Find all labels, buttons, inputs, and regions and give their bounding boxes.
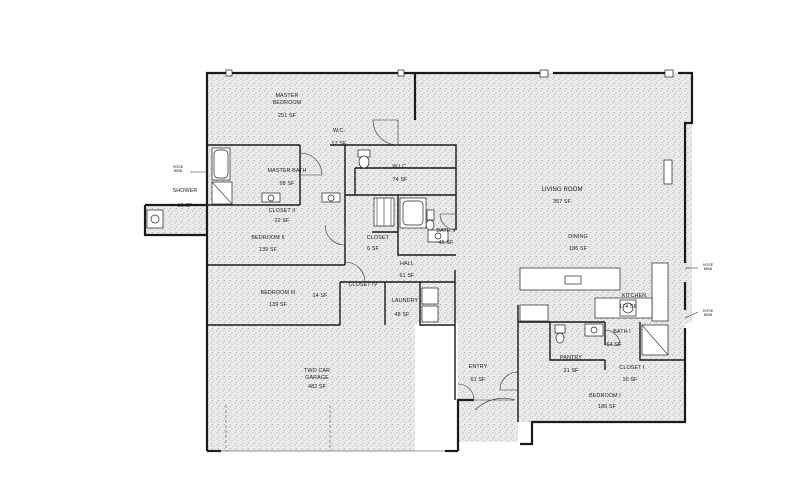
label-hall-area: 61 SF — [400, 273, 415, 279]
hose-bibb-3-l1: HOSE — [703, 309, 714, 313]
label-closet-area: 6 SF — [367, 246, 379, 252]
label-master-bedroom-area: 251 SF — [278, 113, 297, 119]
label-living-room-area: 357 SF — [553, 199, 572, 205]
door-swings — [299, 119, 621, 411]
label-master-bedroom-l1: MASTER — [275, 93, 298, 99]
hose-bibb-3-l2: BIBB — [704, 313, 713, 317]
label-closet-i: CLOSET I — [619, 365, 644, 371]
label-master-bath: MASTER BATH — [267, 168, 306, 174]
label-bath-i-area: 64 SF — [607, 342, 622, 348]
label-bedroom-ii-area: 139 SF — [259, 247, 278, 253]
label-bath-i: BATH I — [613, 329, 631, 335]
label-master-bedroom-l2: BEDROOM — [273, 100, 302, 106]
exterior-lamps — [225, 69, 674, 78]
label-living-room: LIVING ROOM — [541, 187, 582, 193]
label-bath-ii-area: 45 SF — [439, 240, 454, 246]
fixtures — [146, 147, 673, 356]
fireplace — [663, 159, 673, 185]
label-closet-iv-area: 14 SF — [313, 293, 328, 299]
pantry-shelf — [519, 304, 549, 322]
interior-walls — [207, 144, 685, 422]
room-labels: MASTER BEDROOM 251 SF W.C. 17 SF MASTER … — [173, 93, 647, 410]
label-bedroom-iii-area: 139 SF — [269, 302, 288, 308]
label-garage-area: 482 SF — [308, 384, 327, 390]
label-pantry-area: 21 SF — [564, 368, 579, 374]
label-entry: ENTRY — [469, 364, 488, 370]
washer — [421, 287, 439, 305]
label-bath-ii: BATH II — [436, 228, 455, 234]
label-bedroom-i-area: 186 SF — [598, 404, 617, 410]
label-kitchen: KITCHEN — [622, 293, 646, 299]
label-closet-iv: CLOSET IV — [349, 282, 378, 288]
label-wic-area: 74 SF — [393, 177, 408, 183]
label-laundry-area: 48 SF — [395, 312, 410, 318]
label-hall: HALL — [400, 261, 414, 267]
label-dining-area: 186 SF — [569, 246, 588, 252]
label-garage-l2: GARAGE — [305, 375, 329, 381]
label-wc-area: 17 SF — [332, 141, 347, 147]
toilet-bath-i — [554, 324, 566, 334]
hose-bibb-2-l2: BIBB — [704, 267, 713, 271]
hose-bibb-2-l1: HOSE — [703, 263, 714, 267]
label-entry-area: 61 SF — [471, 377, 486, 383]
kitchen-counter-right — [651, 262, 669, 322]
label-closet-ii: CLOSET II — [269, 208, 296, 214]
toilet-bath-ii — [426, 209, 435, 221]
exterior-walls — [143, 71, 694, 453]
hose-bibb-notes: HOSE BIBB HOSE BIBB HOSE BIBB — [173, 165, 714, 319]
label-shower: SHOWER — [173, 188, 198, 194]
label-closet-ii-area: 22 SF — [275, 218, 290, 224]
label-garage-l1: TWO CAR — [304, 368, 330, 374]
label-laundry: LAUNDRY — [392, 298, 419, 304]
dryer — [421, 305, 439, 323]
label-dining: DINING — [568, 234, 587, 240]
label-bedroom-ii: BEDROOM II — [251, 235, 284, 241]
label-master-bath-area: 98 SF — [280, 181, 295, 187]
hose-bibb-1-l1: HOSE — [173, 165, 184, 169]
label-wic: W.I.C. — [392, 164, 407, 170]
hose-bibb-1-l2: BIBB — [174, 169, 183, 173]
label-closet-i-area: 10 SF — [623, 377, 638, 383]
label-shower-area: 16 SF — [178, 203, 193, 209]
label-bedroom-iii: BEDROOM III — [261, 290, 296, 296]
garage-door — [214, 405, 445, 452]
label-bedroom-i: BEDROOM I — [589, 393, 621, 399]
label-closet: CLOSET — [367, 235, 390, 241]
label-wc: W.C. — [333, 128, 345, 134]
label-kitchen-area: 174 SF — [619, 304, 638, 310]
label-pantry: PANTRY — [560, 355, 582, 361]
